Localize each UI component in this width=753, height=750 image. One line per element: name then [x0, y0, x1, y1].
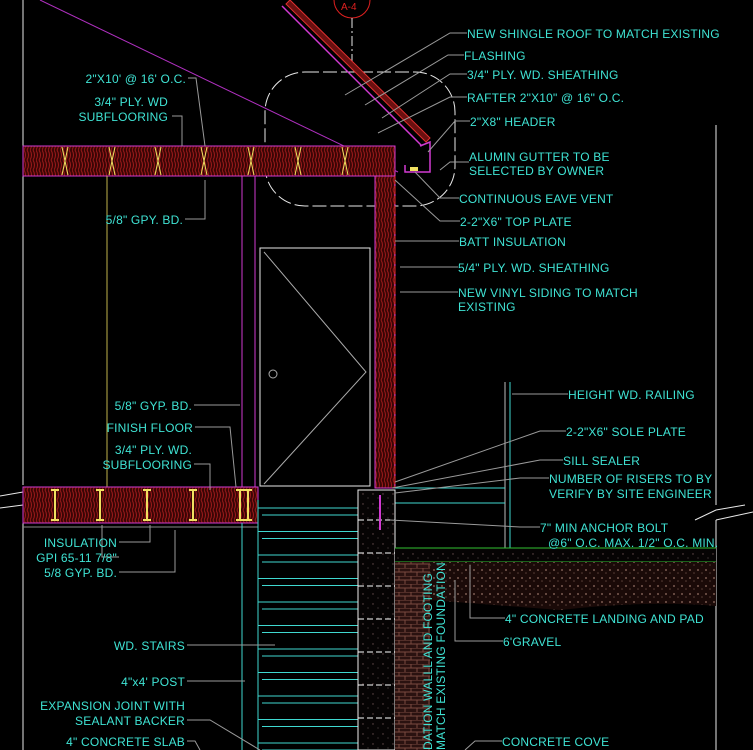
break-line-right — [694, 504, 753, 521]
i-joist — [51, 489, 59, 521]
label-siding-2: EXISTING — [458, 300, 516, 314]
label-shingle-roof: NEW SHINGLE ROOF TO MATCH EXISTING — [467, 27, 720, 41]
rafter-line — [39, 0, 399, 173]
upper-joist — [154, 146, 162, 176]
upper-joist — [294, 146, 302, 176]
label-anchor-bolt-1: 7" MIN ANCHOR BOLT — [540, 521, 669, 535]
i-joist — [189, 489, 197, 521]
label-roof-sheathing: 3/4" PLY. WD. SHEATHING — [467, 68, 619, 82]
label-gyp-ceiling: 5/8 GYP. BD. — [44, 566, 117, 580]
label-gyp-upper: 5/8" GPY. BD. — [106, 213, 183, 227]
upper-joist — [200, 146, 208, 176]
label-risers-2: VERIFY BY SITE ENGINEER — [549, 487, 712, 501]
label-sill-sealer: SILL SEALER — [563, 454, 640, 468]
label-subfloor-upper-1: 3/4" PLY. WD — [94, 95, 168, 109]
i-joist — [244, 489, 252, 521]
label-post: 4"x4' POST — [121, 675, 185, 689]
lower-floor-assembly — [22, 486, 259, 524]
label-landing: 4" CONCRETE LANDING AND PAD — [505, 612, 704, 626]
interior-wall — [241, 175, 256, 488]
label-rafter: RAFTER 2"X10" @ 16" O.C. — [467, 91, 624, 105]
wood-stairs — [258, 507, 358, 750]
label-subfloor-lower-1: 3/4" PLY. WD. — [115, 443, 192, 457]
shingle-roof — [285, 0, 431, 143]
footing-hatch — [395, 562, 430, 750]
label-sole-plate: 2-2"X6" SOLE PLATE — [566, 425, 686, 439]
upper-floor-assembly — [22, 145, 396, 177]
i-joist — [96, 489, 104, 521]
label-railing: HEIGHT WD. RAILING — [568, 388, 695, 402]
label-joists: 2"X10' @ 16' O.C. — [86, 72, 186, 86]
label-expansion-joint-1: EXPANSION JOINT WITH — [40, 699, 185, 713]
label-risers-1: NUMBER OF RISERS TO BY — [549, 472, 712, 486]
foundation-label-2: MATCH EXISTING FOUNDATION — [434, 562, 448, 750]
foundation-label-1: DATION WALLL AND FOOTING — [421, 573, 435, 750]
i-joist — [143, 489, 151, 521]
label-concrete-slab: 4" CONCRETE SLAB — [66, 735, 185, 749]
label-batt-insulation: BATT INSULATION — [459, 235, 566, 249]
left-annotations: 2"X10' @ 16' O.C. 3/4" PLY. WD SUBFLOORI… — [36, 72, 193, 749]
label-gyp-wall: 5/8" GYP. BD. — [115, 399, 192, 413]
label-gravel: 6'GRAVEL — [503, 635, 561, 649]
eave-vent — [410, 167, 418, 171]
upper-joist — [108, 146, 116, 176]
label-siding-1: NEW VINYL SIDING TO MATCH — [458, 286, 638, 300]
label-concrete-cove: CONCRETE COVE — [502, 735, 609, 749]
label-anchor-bolt-2: @6" O.C. MAX. 1/2" O.C. MIN. — [548, 536, 718, 550]
label-eave-vent: CONTINUOUS EAVE VENT — [459, 192, 614, 206]
door-knob — [268, 369, 278, 379]
label-flashing: FLASHING — [464, 49, 526, 63]
label-expansion-joint-2: SEALANT BACKER — [75, 714, 185, 728]
i-joist — [236, 489, 244, 521]
exterior-wall — [374, 175, 396, 489]
gravel-bed — [395, 562, 716, 610]
gutter — [404, 140, 431, 173]
label-subfloor-upper-2: SUBFLOORING — [78, 110, 168, 124]
upper-joist — [247, 146, 255, 176]
right-annotations: NEW SHINGLE ROOF TO MATCH EXISTING FLASH… — [458, 27, 720, 749]
label-wd-stairs: WD. STAIRS — [114, 639, 185, 653]
upper-joist — [341, 146, 349, 176]
label-header: 2"X8" HEADER — [470, 115, 556, 129]
label-subfloor-lower-2: SUBFLOORING — [102, 458, 192, 472]
label-gutter-1: ALUMIN GUTTER TO BE — [469, 150, 610, 164]
label-wall-sheathing: 5/4" PLY. WD. SHEATHING — [458, 261, 610, 275]
label-insulation: INSULATION — [44, 536, 117, 550]
section-callout-tag: A-4 — [341, 2, 357, 13]
label-top-plate: 2-2"X6" TOP PLATE — [460, 215, 572, 229]
concrete-landing — [395, 548, 716, 562]
label-finish-floor: FINISH FLOOR — [107, 421, 194, 435]
label-gutter-2: SELECTED BY OWNER — [469, 164, 604, 178]
door — [259, 247, 371, 487]
foundation-wall — [357, 489, 396, 750]
label-gpi-joist: GPI 65-11 7/8" — [36, 551, 117, 565]
upper-joist — [61, 146, 69, 176]
